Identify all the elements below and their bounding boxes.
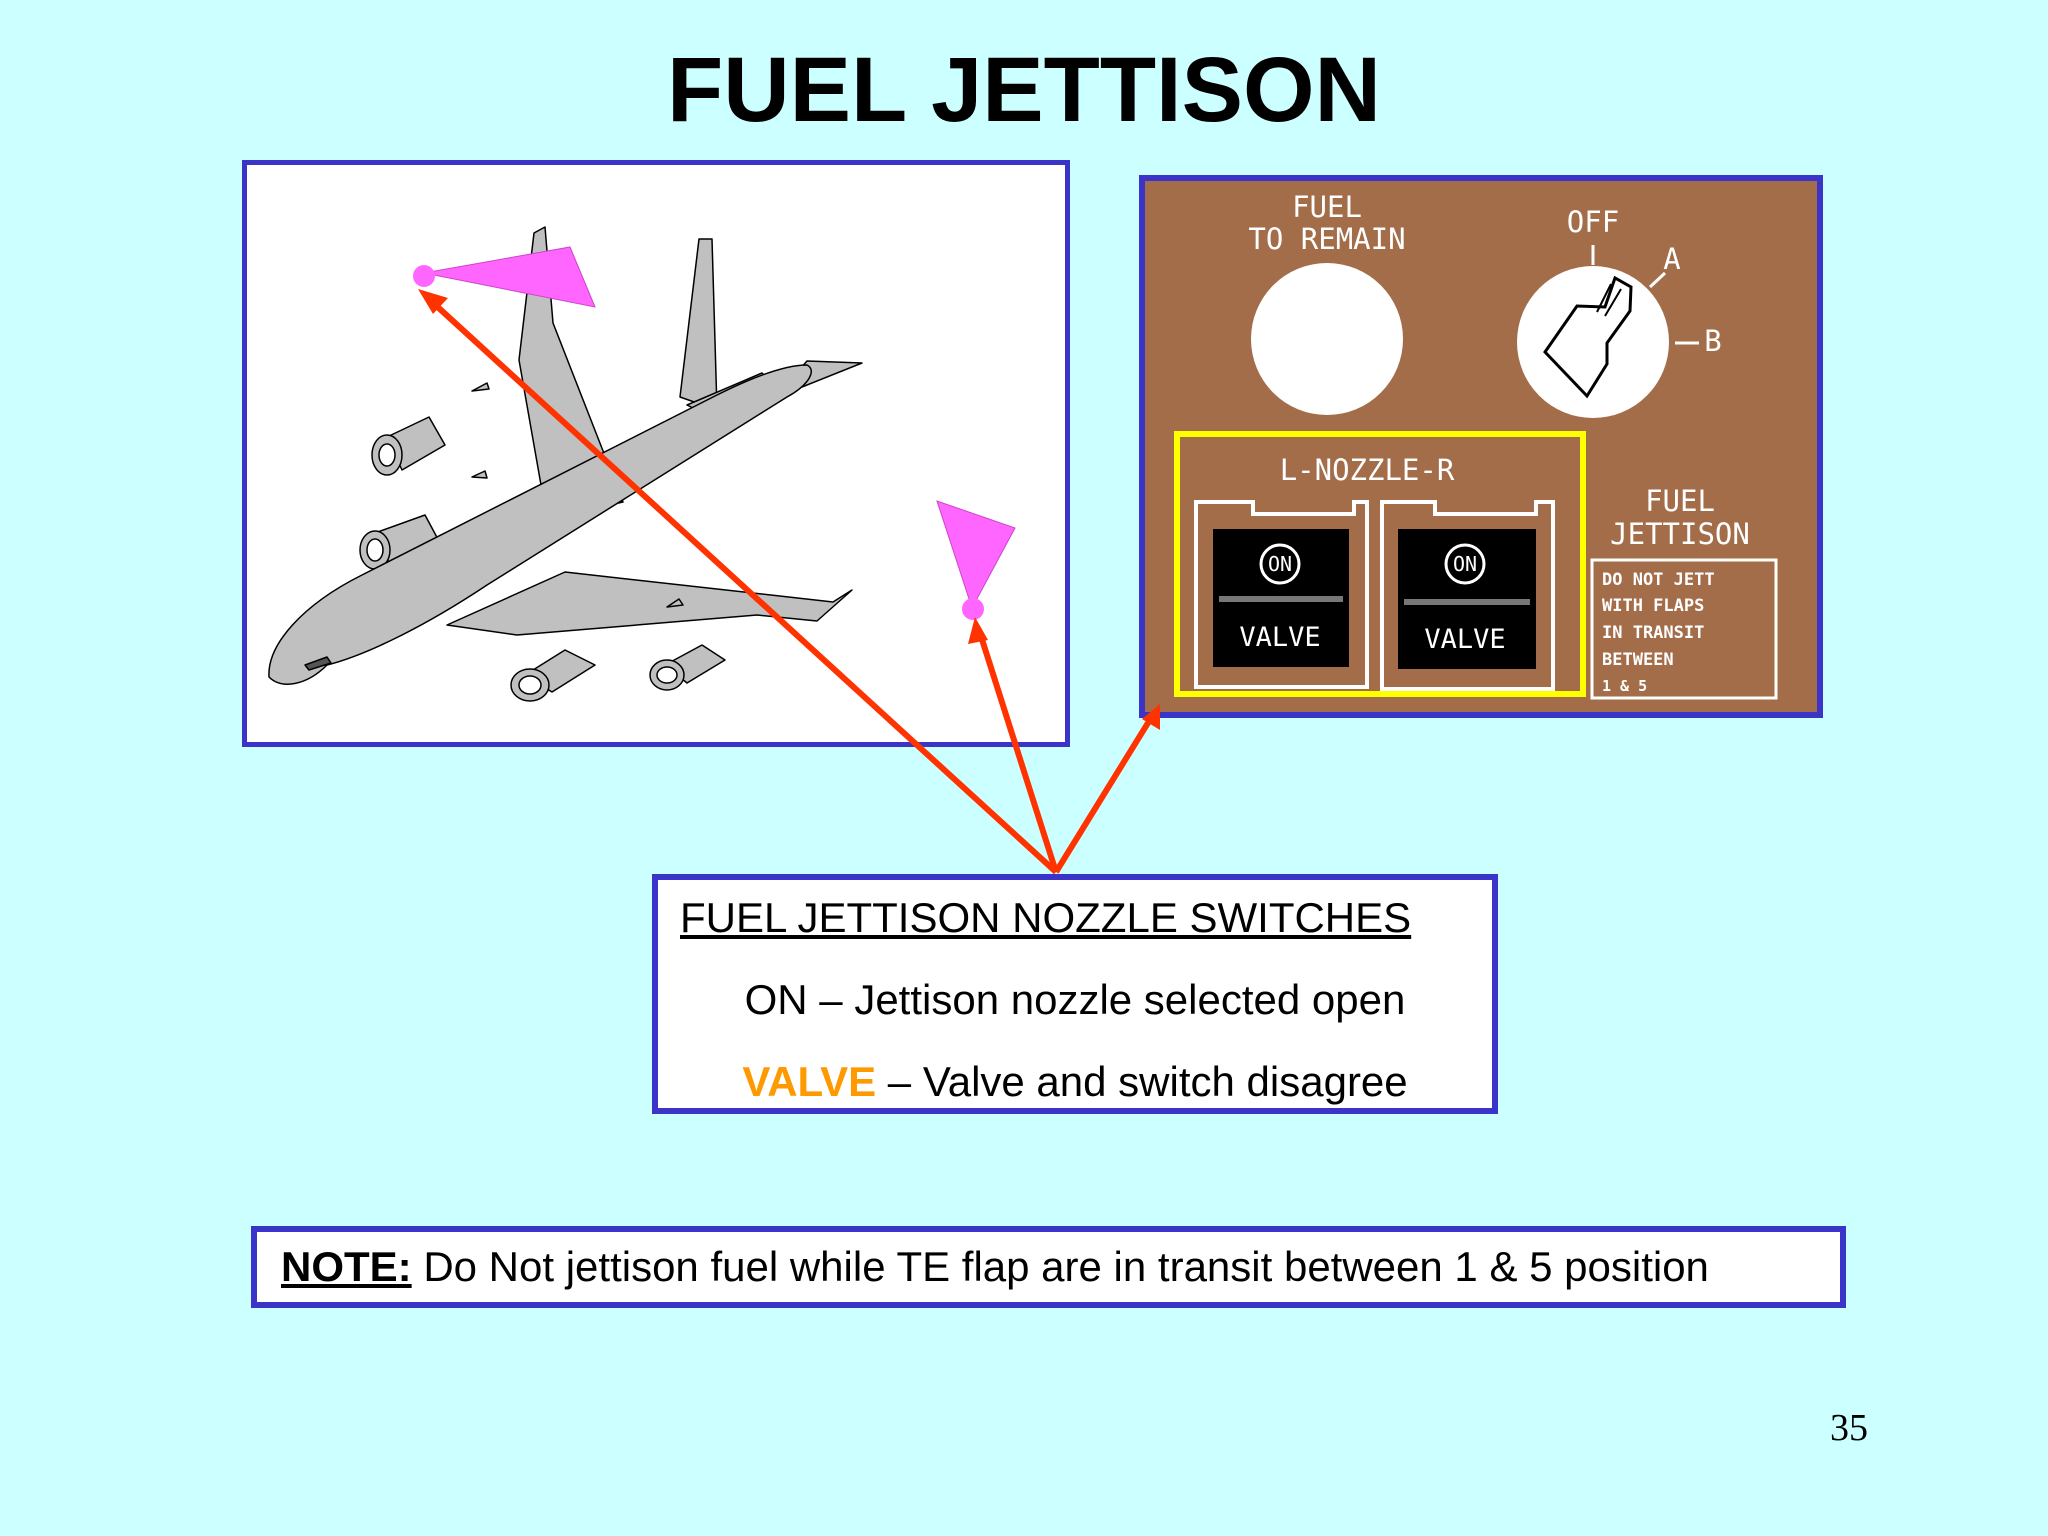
aircraft-illustration xyxy=(242,160,1070,747)
valve-keyword: VALVE xyxy=(742,1058,877,1105)
placard-line-4: BETWEEN xyxy=(1602,650,1674,670)
right-switch-on-light: ON xyxy=(1453,552,1477,576)
left-switch-valve-light: VALVE xyxy=(1239,622,1320,653)
info-heading: FUEL JETTISON NOZZLE SWITCHES xyxy=(680,894,1412,941)
fuel-jettison-panel: FUEL TO REMAIN OFF A B L-NOZZLE-R O xyxy=(1139,175,1823,718)
valve-description: – Valve and switch disagree xyxy=(876,1058,1408,1105)
placard-line-2: WITH FLAPS xyxy=(1602,596,1704,616)
nozzle-header-label: L-NOZZLE-R xyxy=(1280,453,1455,487)
note-text: Do Not jettison fuel while TE flap are i… xyxy=(411,1243,1709,1290)
placard-line-3: IN TRANSIT xyxy=(1602,623,1704,643)
left-nozzle-dot xyxy=(413,265,435,287)
fuel-to-remain-label-1: FUEL xyxy=(1292,190,1362,224)
right-switch-valve-light: VALVE xyxy=(1424,624,1505,655)
selector-off-label: OFF xyxy=(1567,205,1619,239)
left-spray-cone xyxy=(423,246,596,308)
fuel-jettison-label-2: JETTISON xyxy=(1610,517,1750,551)
nozzle-switches-info-box: FUEL JETTISON NOZZLE SWITCHES ON – Jetti… xyxy=(652,874,1498,1114)
selector-b-label: B xyxy=(1704,324,1721,358)
left-switch-on-light: ON xyxy=(1268,552,1292,576)
info-on-line: ON – Jettison nozzle selected open xyxy=(744,976,1406,1023)
right-wing xyxy=(446,571,853,636)
right-nozzle-dot xyxy=(962,598,984,620)
page-number: 35 xyxy=(1830,1407,1868,1449)
nozzle-highlight-frame xyxy=(1174,431,1586,697)
aircraft-drawing xyxy=(268,226,1016,702)
fuel-to-remain-knob xyxy=(1251,263,1403,415)
fuel-to-remain-label-2: TO REMAIN xyxy=(1248,222,1405,256)
right-engines xyxy=(510,644,726,702)
slide-title: FUEL JETTISON xyxy=(667,39,1381,141)
right-nozzle-switch[interactable]: ON VALVE xyxy=(1398,529,1536,669)
left-nozzle-switch[interactable]: ON VALVE xyxy=(1213,529,1349,667)
cockpit-windows xyxy=(304,656,332,671)
right-spray-cone xyxy=(936,500,1016,610)
info-valve-line: VALVE – Valve and switch disagree xyxy=(658,1058,1492,1106)
fuel-jettison-label-1: FUEL xyxy=(1645,484,1715,518)
selector-a-label: A xyxy=(1663,242,1680,276)
jettison-placard xyxy=(1590,558,1778,700)
note-label: NOTE: xyxy=(281,1243,412,1290)
panel-drawing: FUEL TO REMAIN OFF A B L-NOZZLE-R O xyxy=(1174,190,1778,700)
jettison-selector-knob[interactable] xyxy=(1517,266,1669,418)
vertical-stabilizer xyxy=(679,238,718,411)
arrow-to-panel xyxy=(1053,716,1154,874)
placard-line-5: 1 & 5 xyxy=(1602,677,1647,695)
placard-line-1: DO NOT JETT xyxy=(1602,570,1715,590)
note-box: NOTE: Do Not jettison fuel while TE flap… xyxy=(251,1226,1846,1308)
